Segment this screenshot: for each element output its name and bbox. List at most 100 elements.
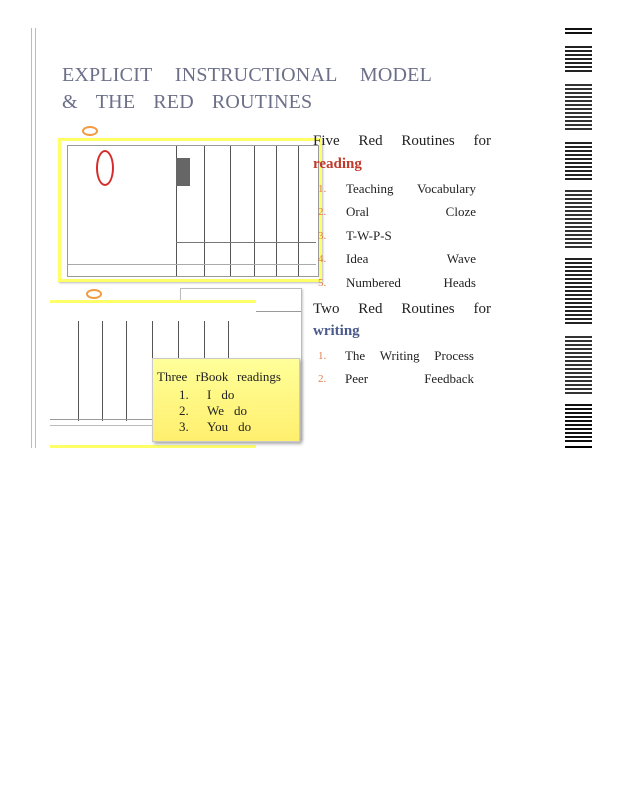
list-number: 4. (318, 253, 327, 266)
reading-routines-list: 1. Teaching Vocabulary 2. Oral Cloze 3. T-W-P-S… (318, 177, 478, 295)
list-number: 1. (179, 387, 189, 402)
title-line-1: EXPLICIT INSTRUCTIONAL MODEL (62, 62, 432, 89)
list-word: Cloze (445, 204, 476, 220)
list-text: T-W-P-S (346, 228, 476, 244)
writing-routines-heading: Two Red Routines for (313, 301, 491, 318)
heading-word: Three (157, 369, 188, 384)
writing-subject: writing (313, 323, 360, 339)
list-word: Feedback (424, 371, 474, 387)
list-number: 3. (318, 229, 327, 242)
barcode-block (565, 330, 592, 332)
list-text: Idea Wave (346, 251, 476, 267)
slide-left-border (31, 28, 36, 448)
list-word: do (238, 419, 252, 434)
barcode-block (565, 444, 592, 450)
barcode-block (565, 38, 592, 42)
list-word: Writing (379, 347, 420, 363)
barcode-block (565, 82, 592, 132)
barcode-block (565, 44, 592, 74)
list-word: Numbered (346, 274, 401, 290)
list-word: Process (434, 347, 474, 363)
barcode-block (565, 334, 592, 394)
barcode-block (565, 140, 592, 180)
list-item: 3. T-W-P-S (318, 224, 478, 248)
list-word: Peer (344, 371, 369, 387)
title-word: & (62, 91, 78, 113)
writing-routines-list: 1. The Writing Process 2. Peer Feedback (318, 344, 474, 391)
list-word: Vocabulary (417, 180, 476, 196)
title-line-2: &THE RED ROUTINES (62, 89, 312, 116)
logo-icon (96, 150, 114, 186)
list-item: 4. Idea Wave (318, 248, 478, 272)
list-word: Teaching (346, 180, 394, 196)
title-word: RED (153, 91, 194, 113)
list-number: 1. (318, 349, 327, 362)
barcode-block (565, 398, 592, 400)
barcode-block (565, 78, 592, 80)
swirl-icon (82, 126, 98, 136)
list-word: You (207, 419, 229, 434)
heading-word: Red (358, 301, 383, 317)
barcode-block (565, 26, 592, 36)
list-text: Oral Cloze (346, 204, 476, 220)
list-item: 5. Numbered Heads (318, 271, 478, 295)
list-word: T-W-P-S (346, 227, 392, 243)
heading-word: rBook (195, 369, 229, 384)
list-word: The (344, 347, 366, 363)
list-item: 1. Teaching Vocabulary (318, 177, 478, 201)
list-item: 1. The Writing Process (318, 344, 474, 368)
list-number: 1. (318, 182, 327, 195)
list-item: 2. Oral Cloze (318, 201, 478, 225)
barcode-block (565, 402, 592, 442)
list-word: Oral (346, 204, 370, 220)
list-text: Teaching Vocabulary (346, 181, 476, 197)
list-word: Idea (346, 251, 369, 267)
reading-subject: reading (313, 156, 362, 172)
list-text: Numbered Heads (346, 275, 476, 291)
barcode-block (565, 184, 592, 186)
heading-word: Five (313, 133, 340, 149)
list-word: do (221, 387, 235, 402)
title-word: INSTRUCTIONAL (174, 64, 338, 86)
barcode-block (565, 256, 592, 326)
list-word: Heads (443, 274, 477, 290)
list-number: 2. (318, 206, 327, 219)
list-number: 2. (179, 403, 189, 418)
decorative-barcode-strip (565, 26, 592, 450)
title-word: THE (95, 91, 136, 113)
list-number: 3. (179, 419, 189, 434)
list-word: We (207, 403, 224, 418)
title-word: EXPLICIT (62, 64, 153, 86)
thumbnail-page (67, 145, 319, 277)
heading-word: Two (313, 301, 340, 317)
list-word: I (207, 387, 212, 402)
heading-word: Routines (401, 133, 455, 149)
barcode-block (565, 136, 592, 138)
list-text: Peer Feedback (345, 371, 474, 387)
list-word: do (234, 403, 247, 418)
title-word: ROUTINES (211, 91, 313, 113)
heading-word: Routines (401, 301, 455, 317)
list-number: 2. (318, 373, 327, 386)
barcode-block (565, 188, 592, 248)
list-item: 2. Peer Feedback (318, 368, 474, 392)
page-title: EXPLICIT INSTRUCTIONAL MODEL &THE RED ROUTIN… (62, 62, 432, 116)
swirl-icon (86, 289, 102, 299)
list-number: 5. (318, 276, 327, 289)
barcode-block (565, 252, 592, 254)
list-word: Wave (446, 251, 476, 267)
title-word: MODEL (359, 64, 432, 86)
heading-word: for (473, 301, 492, 317)
heading-word: Red (358, 133, 383, 149)
list-text: The Writing Process (345, 348, 474, 364)
